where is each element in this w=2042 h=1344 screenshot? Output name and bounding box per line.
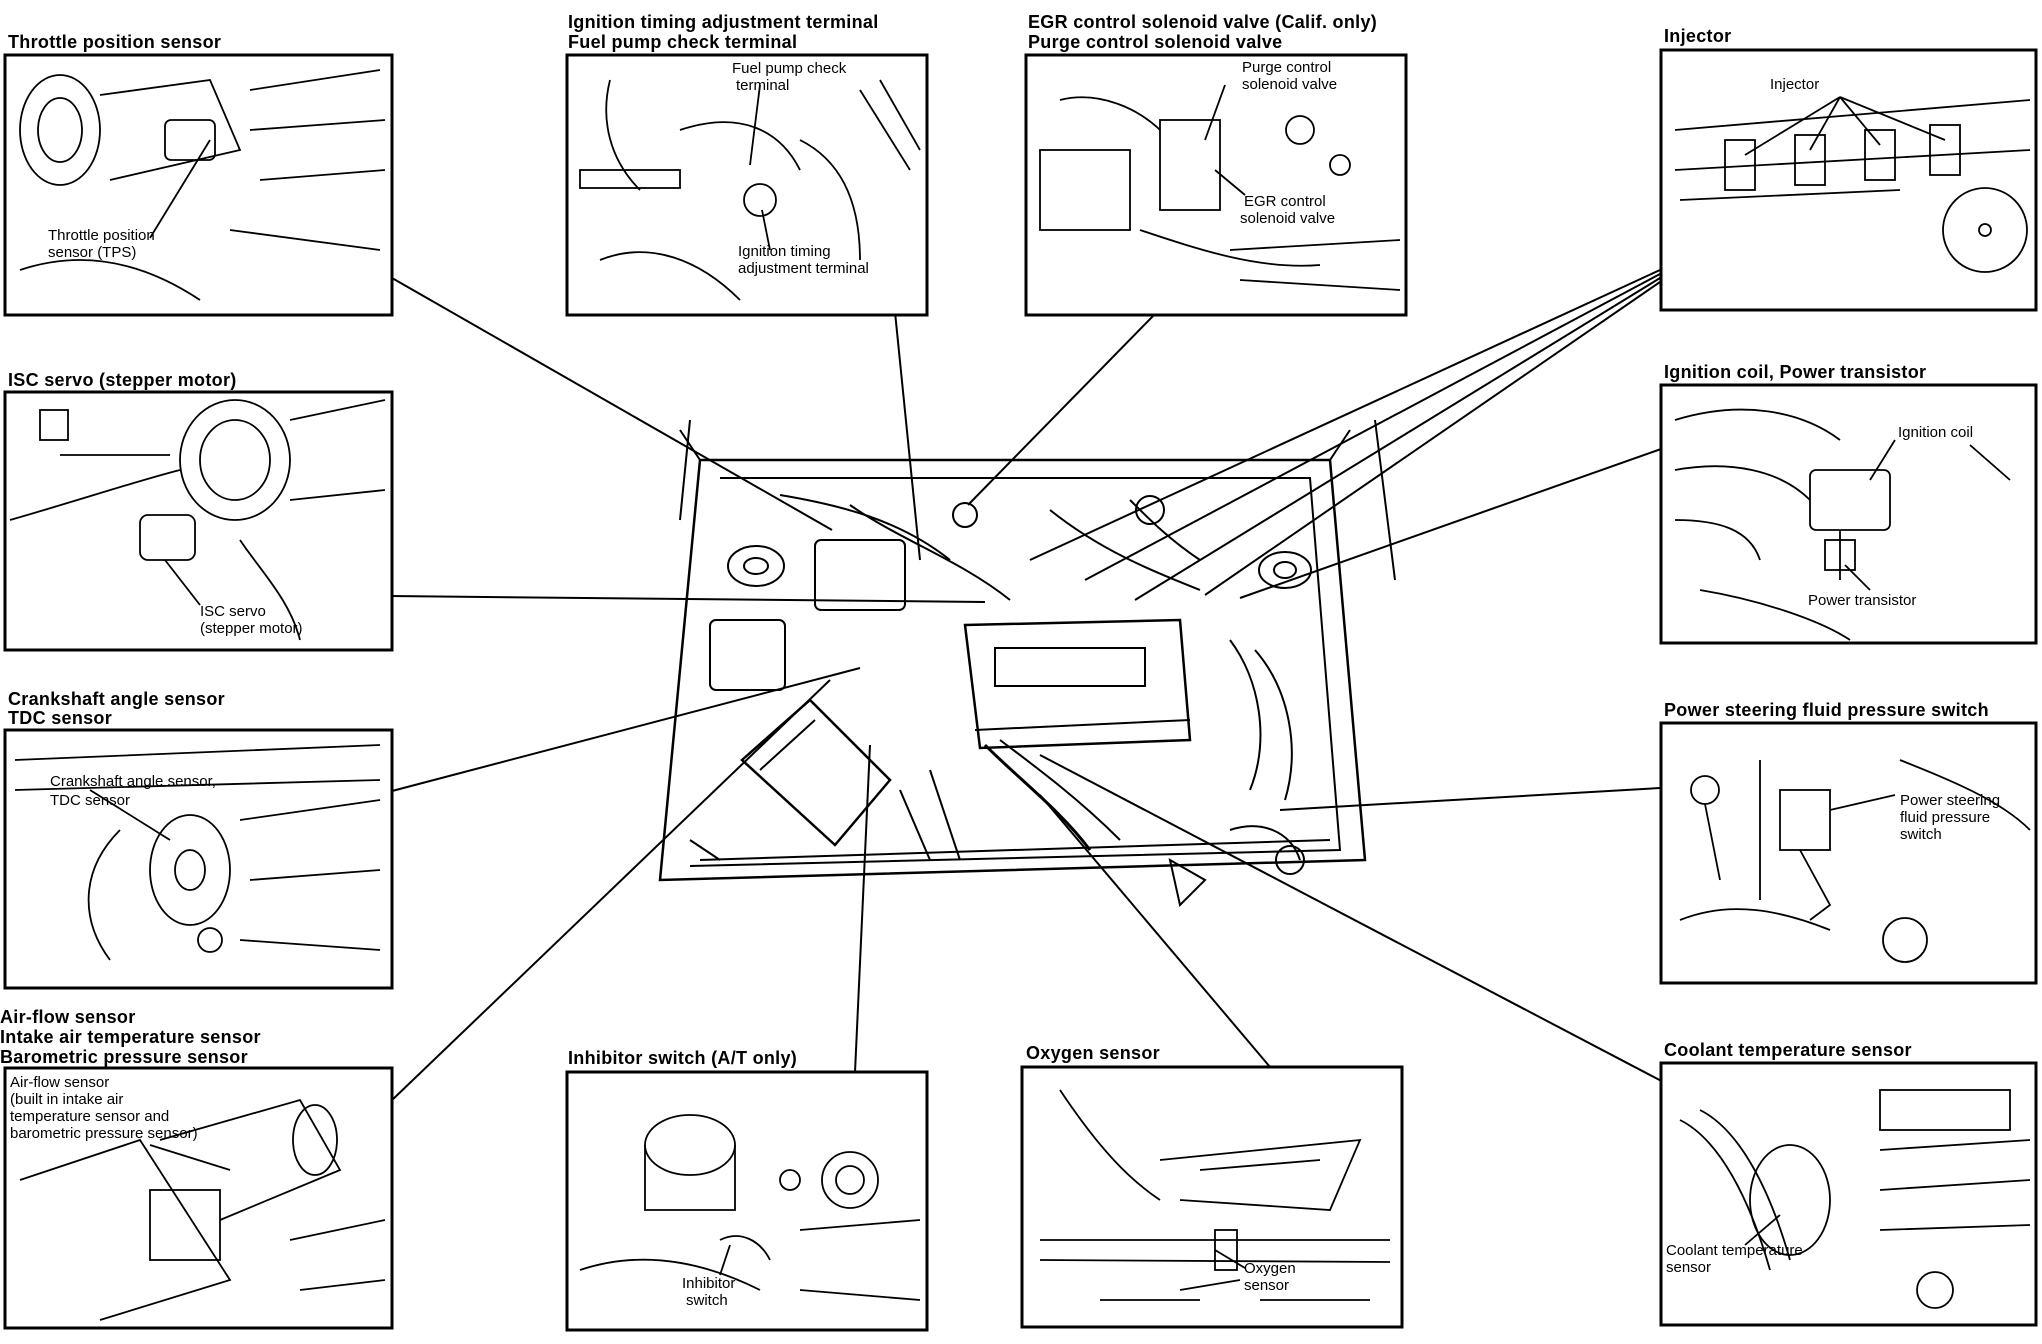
label-airflow-4: barometric pressure sensor): [10, 1125, 198, 1142]
label-power-transistor: Power transistor: [1808, 592, 1917, 609]
label-isc-2: (stepper motor): [200, 620, 303, 637]
panel-title-egr-1: EGR control solenoid valve (Calif. only): [1028, 12, 1378, 32]
inhibitor-sketch: [579, 1114, 921, 1301]
panel-title-airflow-2: Intake air temperature sensor: [0, 1027, 261, 1047]
leader-coolant: [1039, 754, 1691, 1097]
panel-title-crankshaft-1: Crankshaft angle sensor: [8, 689, 225, 709]
label-ps-3: switch: [1900, 826, 1942, 843]
oxygen-sketch: [1039, 1089, 1391, 1301]
panel-ignition-coil-frame: [1659, 383, 2038, 645]
leader-egr: [967, 313, 1156, 506]
label-oxygen-2: sensor: [1244, 1277, 1290, 1294]
leader-injector-2: [1084, 273, 1661, 581]
leader-crankshaft: [391, 667, 861, 792]
panel-title-inhibitor: Inhibitor switch (A/T only): [568, 1048, 798, 1068]
leader-power-steering: [1279, 787, 1661, 811]
label-purge-2: solenoid valve: [1242, 76, 1338, 93]
panel-title-crankshaft-2: TDC sensor: [8, 708, 113, 728]
panel-crankshaft-frame: [3, 728, 394, 990]
panel-title-power-steering: Power steering fluid pressure switch: [1664, 700, 1989, 720]
panel-title-ignition-timing-2: Fuel pump check terminal: [568, 32, 798, 52]
label-tps-2: sensor (TPS): [48, 244, 137, 261]
panel-ignition-timing-frame: [565, 53, 929, 317]
label-crank-1: Crankshaft angle sensor,: [50, 773, 216, 790]
leader-oxygen: [1039, 794, 1271, 1068]
label-ignition-coil: Ignition coil: [1898, 424, 1974, 441]
panel-title-oxygen: Oxygen sensor: [1026, 1043, 1160, 1063]
label-ign-timing-1: Ignition timing: [738, 243, 831, 260]
panel-frames: [3, 48, 2038, 1332]
label-egr-1: EGR control: [1244, 193, 1326, 210]
leader-injector-4: [1204, 281, 1661, 596]
label-inhibitor-1: Inhibitor: [682, 1275, 736, 1292]
label-airflow-3: temperature sensor and: [10, 1108, 170, 1125]
crankshaft-sketch: [14, 744, 381, 961]
panel-title-ignition-coil: Ignition coil, Power transistor: [1664, 362, 1927, 382]
label-airflow-1: Air-flow sensor: [10, 1074, 110, 1091]
label-oxygen-1: Oxygen: [1244, 1260, 1296, 1277]
panel-oxygen-frame: [1020, 1065, 1404, 1329]
panel-inhibitor-frame: [565, 1070, 929, 1332]
panel-injector-frame: [1659, 48, 2038, 312]
label-ps-1: Power steering: [1900, 792, 2001, 809]
throttle-sketch: [19, 69, 386, 301]
isc-sketch: [9, 399, 386, 641]
label-coolant-1: Coolant temperature: [1666, 1242, 1803, 1259]
ignition-timing-sketch: [579, 79, 921, 301]
panel-throttle-frame: [3, 53, 394, 317]
label-egr-2: solenoid valve: [1240, 210, 1336, 227]
panel-title-airflow-1: Air-flow sensor: [0, 1007, 136, 1027]
leader-injector-1: [1029, 269, 1661, 561]
injector-sketch: [1674, 96, 2031, 273]
panel-title-airflow-3: Barometric pressure sensor: [0, 1047, 248, 1067]
panel-egr-frame: [1024, 53, 1408, 317]
coolant-sketch: [1679, 1089, 2031, 1309]
label-fuel-pump-2: terminal: [736, 77, 790, 94]
label-tps-1: Throttle position: [48, 227, 155, 244]
label-fuel-pump-1: Fuel pump check: [732, 60, 847, 77]
label-ps-2: fluid pressure: [1900, 809, 1991, 826]
panel-title-egr-2: Purge control solenoid valve: [1028, 32, 1283, 52]
label-inhibitor-2: switch: [686, 1292, 728, 1309]
leader-lines: [389, 269, 1691, 1103]
airflow-sketch: [19, 1098, 386, 1321]
label-crank-2: TDC sensor: [50, 792, 131, 809]
label-injector: Injector: [1770, 76, 1820, 93]
panel-title-throttle: Throttle position sensor: [8, 32, 222, 52]
label-coolant-2: sensor: [1666, 1259, 1712, 1276]
panel-power-steering-frame: [1659, 721, 2038, 985]
ignition-coil-sketch: [1674, 408, 2011, 641]
panel-title-coolant: Coolant temperature sensor: [1664, 1040, 1912, 1060]
panel-title-injector: Injector: [1664, 26, 1732, 46]
label-purge-1: Purge control: [1242, 59, 1332, 76]
panel-title-isc: ISC servo (stepper motor): [8, 370, 237, 390]
label-isc-1: ISC servo: [200, 603, 266, 620]
panel-coolant-frame: [1659, 1061, 2038, 1327]
leader-injector-3: [1134, 277, 1661, 601]
power-steering-sketch: [1679, 759, 2031, 963]
label-airflow-2: (built in intake air: [10, 1091, 124, 1108]
leader-airflow: [389, 679, 831, 1103]
leader-ignition-coil: [1239, 448, 1662, 599]
engine-bay-illustration: [658, 419, 1396, 907]
panel-title-ignition-timing-1: Ignition timing adjustment terminal: [568, 12, 879, 32]
panel-isc-frame: [3, 390, 394, 652]
leader-inhibitor: [854, 744, 871, 1073]
leader-ignition-timing: [894, 311, 921, 561]
label-ign-timing-2: adjustment terminal: [738, 260, 869, 277]
leader-throttle: [391, 277, 833, 531]
egr-sketch: [1039, 84, 1401, 291]
